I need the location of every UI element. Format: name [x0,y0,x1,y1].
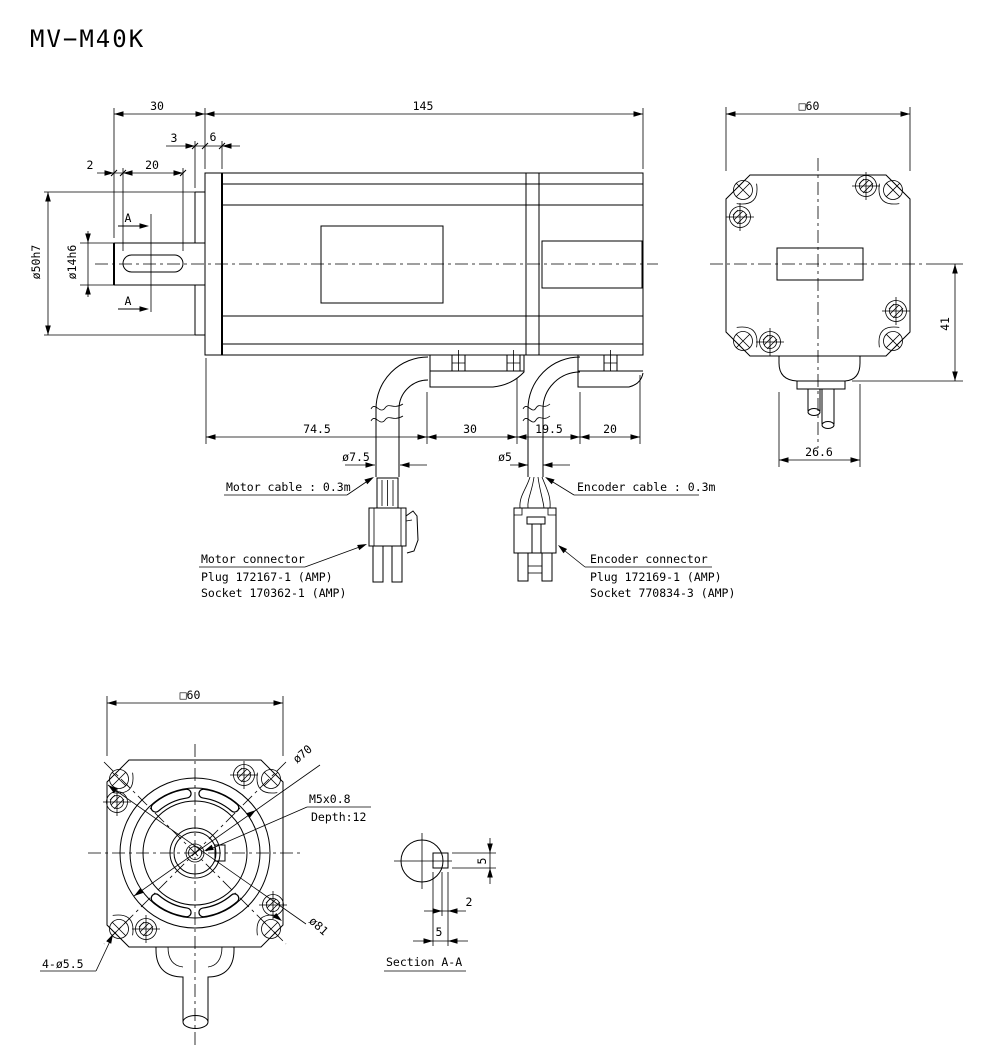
dim-flange-thickness: 6 [210,130,217,144]
dim-key-width: 5 [436,925,443,939]
side-dimensions: 30 145 3 6 2 20 ø50h7 ø14h6 74.5 30 19.5… [29,99,644,468]
dim-rear-conn-width: 26.6 [805,445,833,459]
nameplate [320,225,444,304]
motor-connector-label: Motor connector [201,552,305,566]
mount-hole [261,769,281,789]
dim-encoder-cable-dia: ø5 [498,450,512,464]
dim-key-height: 5 [475,858,489,865]
section-key [432,852,449,869]
side-view: A A [29,99,735,600]
encoder-cable [522,356,581,477]
mount-hole [733,180,753,200]
encoder-connector-socket: Socket 770834-3 (AMP) [590,586,735,600]
mount-hole [261,919,281,939]
side-connector-blocks [429,350,644,388]
rear-label [541,240,643,289]
rear-frame [725,174,911,357]
mount-hole [109,769,129,789]
motor-cable-label: Motor cable : 0.3m [226,480,351,494]
dim-rear-41: 41 [938,317,952,331]
encoder-cable-label: Encoder cable : 0.3m [577,480,716,494]
tie-bolt [851,171,881,201]
dim-shaft-length: 30 [150,99,164,113]
mount-hole [883,331,903,351]
front-frame [106,759,284,948]
mount-hole [883,180,903,200]
tie-bolt [881,296,911,326]
dim-shaft-diameter: ø14h6 [65,245,79,280]
vent-slots [150,788,240,918]
rear-dimensions: □60 41 26.6 [725,99,963,467]
dim-conn2-gap: 19.5 [535,422,563,436]
dim-front-frame: □60 [180,688,201,702]
rear-nameplate [776,247,864,281]
dim-body-length: 145 [413,99,434,113]
drawing-title: MV−M40K [30,25,145,53]
section-mark-bottom: A [125,294,132,308]
side-labels: Motor cable : 0.3m Encoder cable : 0.3m … [199,474,735,600]
section-mark-top: A [125,211,132,225]
motor-connector-socket: Socket 170362-1 (AMP) [201,586,346,600]
dim-front-mount-holes: 4-ø5.5 [42,957,84,971]
dim-pilot-depth: 3 [171,131,178,145]
section-view: 5 2 5 Section A-A [384,833,496,972]
dim-key-offset: 2 [87,158,94,172]
dim-conn2-span: 20 [603,422,617,436]
front-cable-boot [155,946,235,1029]
section-title: Section A-A [386,955,462,969]
tie-bolt [725,202,755,232]
encoder-connector [513,476,557,582]
tie-bolt [131,914,161,944]
dim-conn1-pos: 74.5 [303,422,331,436]
dim-rear-frame: □60 [799,99,820,113]
dim-front-tap-depth: Depth:12 [311,810,366,824]
front-shaft [169,827,226,879]
motor-body [204,172,644,356]
motor-shaft [113,242,205,286]
dim-front-tap: M5x0.8 [309,792,351,806]
tie-bolt [229,760,259,790]
dim-motor-cable-dia: ø7.5 [342,450,370,464]
motor-connector-plug: Plug 172167-1 (AMP) [201,570,333,584]
dim-conn-span: 30 [463,422,477,436]
rear-cable-boot [778,356,861,429]
front-view: □60 ø70 M5x0.8 Depth:12 ø81 4-ø5.5 [40,688,371,1046]
encoder-connector-label: Encoder connector [590,552,708,566]
flange-pilot [194,191,205,336]
tie-bolt [755,327,785,357]
dim-key-length: 20 [145,158,159,172]
mount-hole [733,331,753,351]
rear-view: □60 41 26.6 [710,99,963,467]
motor-cable [370,356,429,477]
dim-key-protrusion: 2 [466,895,473,909]
encoder-connector-plug: Plug 172169-1 (AMP) [590,570,722,584]
dim-front-pilot-dia: ø70 [290,742,315,766]
motor-connector [368,477,419,583]
shaft-keyway [122,254,184,273]
dim-pilot-diameter: ø50h7 [29,245,43,280]
front-dimensions: □60 ø70 M5x0.8 Depth:12 ø81 4-ø5.5 [40,688,371,972]
dim-front-corner-dia: ø81 [306,914,331,938]
